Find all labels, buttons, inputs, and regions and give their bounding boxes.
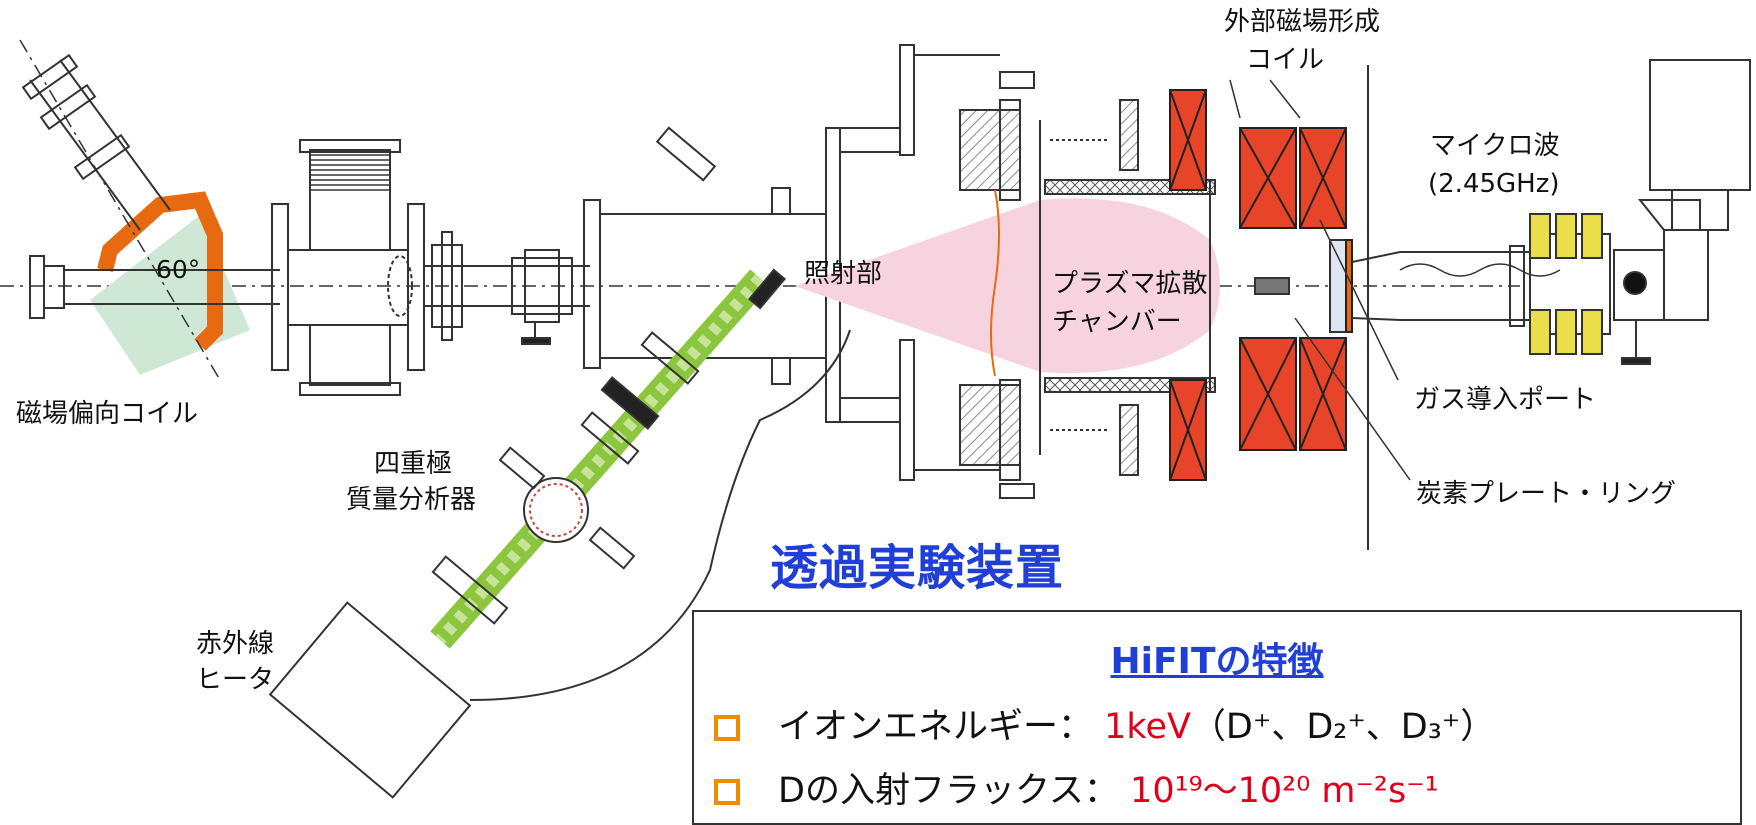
feature-item-flux: Dの入射フラックス： 10¹⁹〜10²⁰ m⁻²s⁻¹ <box>714 762 1439 813</box>
external-coils <box>1169 89 1347 481</box>
label-deflect-coil: 磁場偏向コイル <box>16 399 199 429</box>
label-carbon: 炭素プレート・リング <box>1416 479 1677 509</box>
label-plasma-2: チャンバー <box>1052 307 1182 337</box>
label-qms-2: 質量分析器 <box>346 485 477 515</box>
angled-port-tube <box>19 39 221 381</box>
carbon-plate <box>1254 277 1290 295</box>
square-bullet-icon <box>714 715 740 741</box>
label-qms-1: 四重極 <box>374 449 453 479</box>
pointer-gas <box>1319 219 1399 381</box>
page-title: 透過実験装置 <box>770 540 1065 596</box>
label-coil-outer-2: コイル <box>1246 45 1325 75</box>
label-irradiation: 照射部 <box>804 259 883 289</box>
label-microwave-freq: (2.45GHz) <box>1428 169 1560 199</box>
features-heading: HiFITの特徴 <box>1110 641 1324 682</box>
pointer-carbon <box>1294 317 1411 481</box>
left-flange <box>29 255 45 319</box>
label-plasma-1: プラズマ拡散 <box>1052 269 1208 299</box>
label-heater-1: 赤外線 <box>196 629 275 659</box>
deflection-coil <box>97 191 223 351</box>
microwave-waveguide <box>1351 59 1751 365</box>
square-bullet-icon <box>714 779 740 805</box>
label-heater-2: ヒータ <box>196 665 275 695</box>
cross-chamber <box>271 139 425 396</box>
feature-item-energy: イオンエネルギー： 1keV（D⁺、D₂⁺、D₃⁺） <box>714 698 1495 749</box>
features-box: HiFITの特徴 イオンエネルギー： 1keV（D⁺、D₂⁺、D₃⁺） Dの入射… <box>692 610 1742 825</box>
label-coil-outer: 外部磁場形成 <box>1224 7 1381 37</box>
diagnostic-branch <box>268 268 851 799</box>
label-angle: 60° <box>156 255 201 284</box>
label-microwave: マイクロ波 <box>1430 131 1560 161</box>
plasma-region <box>795 198 1220 374</box>
label-gas-port: ガス導入ポート <box>1414 385 1597 415</box>
